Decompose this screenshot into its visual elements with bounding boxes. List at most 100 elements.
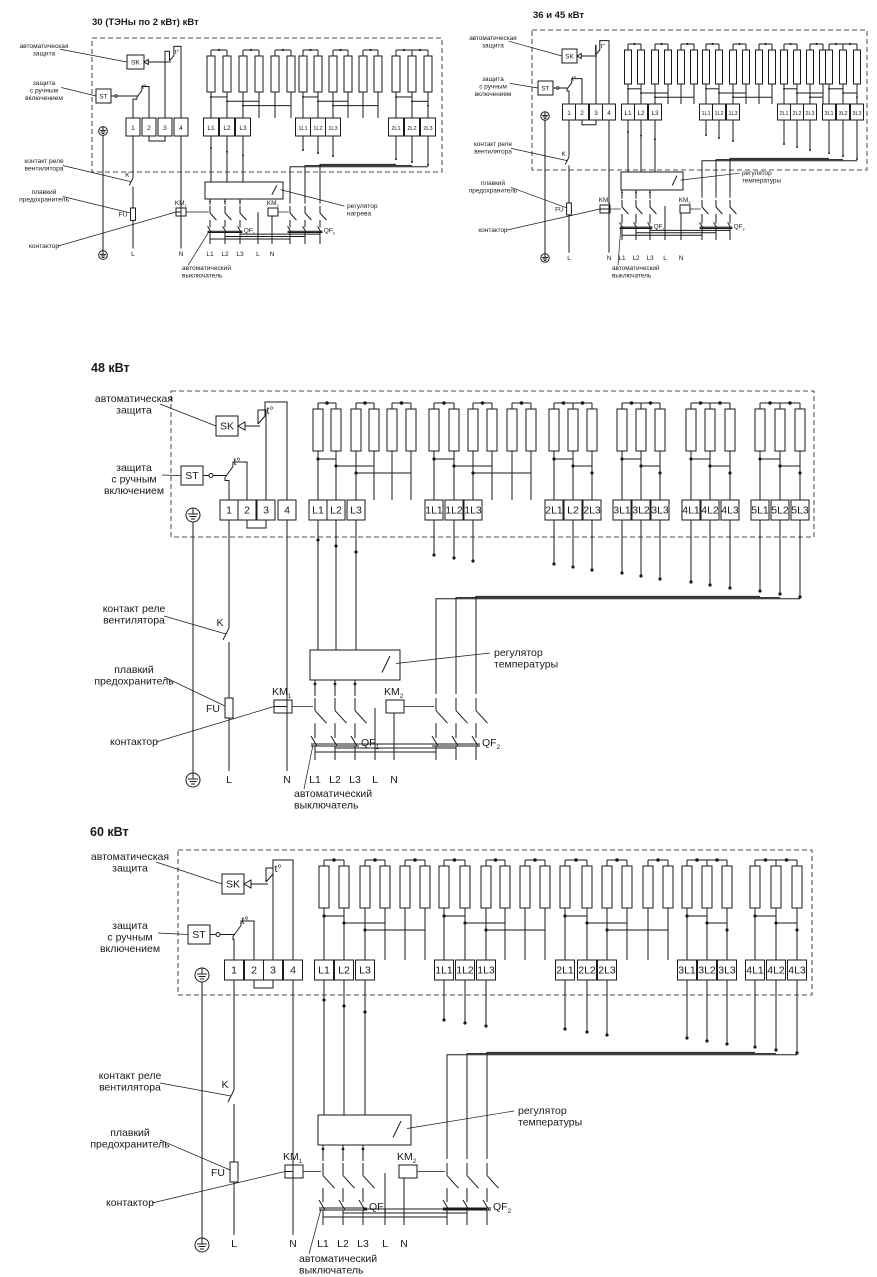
phase-terminal-label: 3L3 bbox=[718, 965, 736, 977]
auto-protection-label: защита bbox=[116, 405, 152, 417]
qf2-symbol: QF2 bbox=[734, 223, 745, 231]
output-l-label: L bbox=[382, 1238, 388, 1250]
phase-terminal-label: 2L1 bbox=[779, 111, 788, 117]
heater-element bbox=[749, 865, 761, 909]
phase-terminal-label: L2 bbox=[330, 505, 342, 517]
output-n-label: N bbox=[679, 255, 684, 262]
heater-element bbox=[701, 865, 713, 909]
km2-coil bbox=[385, 699, 405, 714]
fu-symbol: FU bbox=[211, 1167, 225, 1179]
sk-symbol: SK bbox=[565, 54, 574, 61]
terminal-label: 2 bbox=[244, 505, 250, 517]
heater-element bbox=[405, 408, 417, 452]
phase-terminal-label: 2L3 bbox=[805, 111, 814, 117]
qf1-symbol: QF1 bbox=[654, 223, 665, 231]
phase-terminal-label: 4L3 bbox=[721, 505, 739, 517]
output-l3-label: L3 bbox=[236, 251, 244, 258]
heater-element bbox=[254, 55, 264, 93]
st-manual-protection: STt° bbox=[187, 915, 255, 960]
heater-element bbox=[499, 865, 511, 909]
manual-protection-label: включением bbox=[100, 943, 160, 955]
heater-element bbox=[742, 49, 750, 85]
terminal-label: 1 bbox=[131, 125, 135, 132]
control-l-label: L bbox=[226, 774, 232, 786]
phase-terminal-label: 1L2 bbox=[456, 965, 474, 977]
control-l-label: L bbox=[567, 255, 571, 262]
terminal-label: 4 bbox=[284, 505, 290, 517]
heater-element bbox=[206, 55, 216, 93]
phase-terminal-label: 2L3 bbox=[598, 965, 616, 977]
diagram-title: 30 (ТЭНы по 2 кВт) кВт bbox=[92, 17, 199, 28]
diagram-title: 60 кВт bbox=[90, 825, 129, 839]
heater-element bbox=[853, 49, 861, 85]
st-symbol: ST bbox=[192, 929, 206, 941]
st-manual-protection: STt° bbox=[180, 456, 248, 500]
terminal-label: 2 bbox=[251, 965, 257, 977]
regulator-box bbox=[309, 649, 401, 681]
heater-element bbox=[681, 865, 693, 909]
phase-terminal-label: 1L2 bbox=[445, 505, 463, 517]
km2-coil bbox=[267, 207, 279, 217]
breaker-label: автоматический bbox=[612, 264, 660, 272]
fuse-body bbox=[566, 202, 572, 216]
heater-element bbox=[238, 55, 248, 93]
phase-terminal-label: 1L3 bbox=[477, 965, 495, 977]
fuse-label: плавкий bbox=[110, 1127, 150, 1139]
qf2-symbol: QF2 bbox=[493, 1201, 512, 1215]
k-symbol: K bbox=[561, 151, 566, 158]
fan-relay-label: контакт реле bbox=[103, 603, 166, 615]
output-l2-label: L2 bbox=[337, 1238, 349, 1250]
heater-element bbox=[419, 865, 431, 909]
manual-protection-label: с ручным bbox=[479, 83, 507, 90]
fan-relay-label: вентилятора bbox=[25, 166, 64, 173]
heater-element bbox=[729, 49, 737, 85]
sk-symbol: SK bbox=[226, 879, 240, 891]
output-l-label: L bbox=[372, 774, 378, 786]
heater-element bbox=[519, 865, 531, 909]
heater-element bbox=[715, 49, 723, 85]
heater-element bbox=[368, 408, 380, 452]
phase-terminal-label: L2 bbox=[637, 110, 645, 117]
heater-element bbox=[298, 55, 308, 93]
heater-element bbox=[825, 49, 833, 85]
phase-terminal-label: 4L1 bbox=[746, 965, 764, 977]
heater-element bbox=[359, 865, 371, 909]
contactor-label: контактор bbox=[478, 227, 508, 234]
heater-element bbox=[702, 49, 710, 85]
phase-terminal-label: 5L3 bbox=[791, 505, 809, 517]
fan-relay-label: вентилятора bbox=[474, 148, 512, 155]
km1-symbol: KM1 bbox=[283, 1151, 303, 1165]
phase-terminal-label: 2L1 bbox=[391, 126, 400, 132]
heater-element bbox=[793, 49, 801, 85]
heater-element bbox=[704, 408, 716, 452]
phase-terminal-label: L2 bbox=[223, 125, 231, 132]
heater-element bbox=[724, 408, 736, 452]
heater-element bbox=[662, 865, 674, 909]
phase-terminal-label: 4L2 bbox=[767, 965, 785, 977]
phase-terminal-label: L2 bbox=[567, 505, 579, 517]
manual-protection-label: включением bbox=[475, 91, 512, 98]
breaker-label: выключатель bbox=[182, 273, 223, 280]
phase-terminal-label: 1L1 bbox=[298, 126, 307, 132]
heater-element bbox=[459, 865, 471, 909]
terminal-label: 2 bbox=[580, 110, 584, 117]
st-symbol: ST bbox=[99, 94, 107, 101]
fan-relay-label: контакт реле bbox=[24, 158, 64, 165]
heater-element bbox=[428, 408, 440, 452]
enclosure-border bbox=[531, 29, 868, 171]
control-n-label: N bbox=[283, 774, 291, 786]
heater-element bbox=[448, 408, 460, 452]
phase-terminal-label: 1L3 bbox=[464, 505, 482, 517]
